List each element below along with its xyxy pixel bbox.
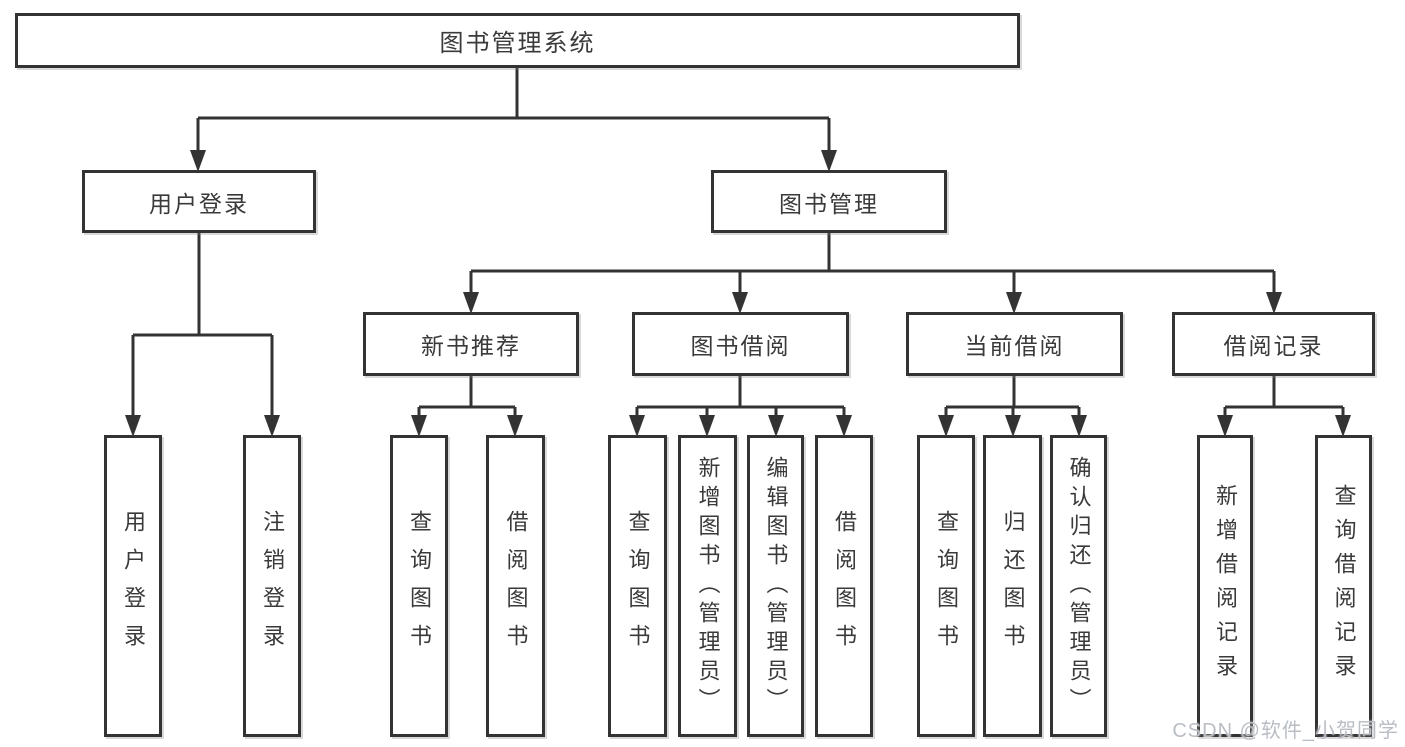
leaf-current-confirm-return-admin-label: 确认归还（管理员） [1066, 455, 1092, 717]
node-book-borrow-label: 图书借阅 [690, 333, 791, 359]
leaf-borrow-borrow-books-label: 借阅图书 [832, 510, 857, 662]
node-root-label: 图书管理系统 [439, 30, 596, 57]
leaf-borrow-edit-book-admin-label: 编辑图书（管理员） [763, 455, 789, 717]
leaf-newrec-query-books-label: 查询图书 [407, 510, 432, 662]
node-new-book-recommend-label: 新书推荐 [421, 333, 521, 359]
node-book-management-label: 图书管理 [779, 190, 879, 217]
node-user-login: 用户登录 [82, 170, 316, 233]
node-borrow-records: 借阅记录 [1172, 312, 1375, 376]
leaf-borrow-query-books: 查询图书 [608, 435, 667, 737]
leaf-records-query-borrow-record-label: 查询借阅记录 [1331, 484, 1357, 688]
leaf-current-return-books-label: 归还图书 [1000, 510, 1026, 662]
leaf-newrec-borrow-books: 借阅图书 [486, 435, 545, 737]
leaf-newrec-query-books: 查询图书 [390, 435, 448, 737]
leaf-user-login-label: 用户登录 [121, 510, 146, 662]
leaf-logout-login-label: 注销登录 [260, 510, 285, 662]
arrowheads [125, 150, 1351, 437]
leaf-current-query-books: 查询图书 [917, 435, 975, 737]
leaf-borrow-edit-book-admin: 编辑图书（管理员） [747, 435, 804, 737]
node-new-book-recommend: 新书推荐 [363, 312, 579, 376]
node-current-borrow: 当前借阅 [906, 312, 1123, 376]
leaf-records-query-borrow-record: 查询借阅记录 [1315, 435, 1372, 737]
leaf-current-query-books-label: 查询图书 [934, 510, 959, 662]
leaf-current-return-books: 归还图书 [983, 435, 1042, 737]
leaf-borrow-query-books-label: 查询图书 [625, 510, 651, 662]
leaf-newrec-borrow-books-label: 借阅图书 [503, 510, 529, 662]
leaf-borrow-borrow-books: 借阅图书 [815, 435, 873, 737]
node-user-login-label: 用户登录 [149, 190, 249, 217]
leaf-borrow-add-book-admin-label: 新增图书（管理员） [695, 455, 721, 717]
node-book-borrow: 图书借阅 [632, 312, 849, 376]
leaf-logout-login: 注销登录 [243, 435, 301, 737]
leaf-current-confirm-return-admin: 确认归还（管理员） [1050, 435, 1107, 737]
leaf-borrow-add-book-admin: 新增图书（管理员） [678, 435, 737, 737]
node-book-management: 图书管理 [711, 170, 947, 233]
node-borrow-records-label: 借阅记录 [1223, 333, 1324, 359]
node-root: 图书管理系统 [15, 13, 1020, 68]
leaf-records-add-borrow-record: 新增借阅记录 [1197, 435, 1253, 737]
node-current-borrow-label: 当前借阅 [964, 333, 1065, 359]
leaf-user-login: 用户登录 [104, 435, 162, 737]
leaf-records-add-borrow-record-label: 新增借阅记录 [1213, 484, 1238, 688]
csdn-watermark: CSDN @软件_小贺同学 [1172, 720, 1399, 742]
